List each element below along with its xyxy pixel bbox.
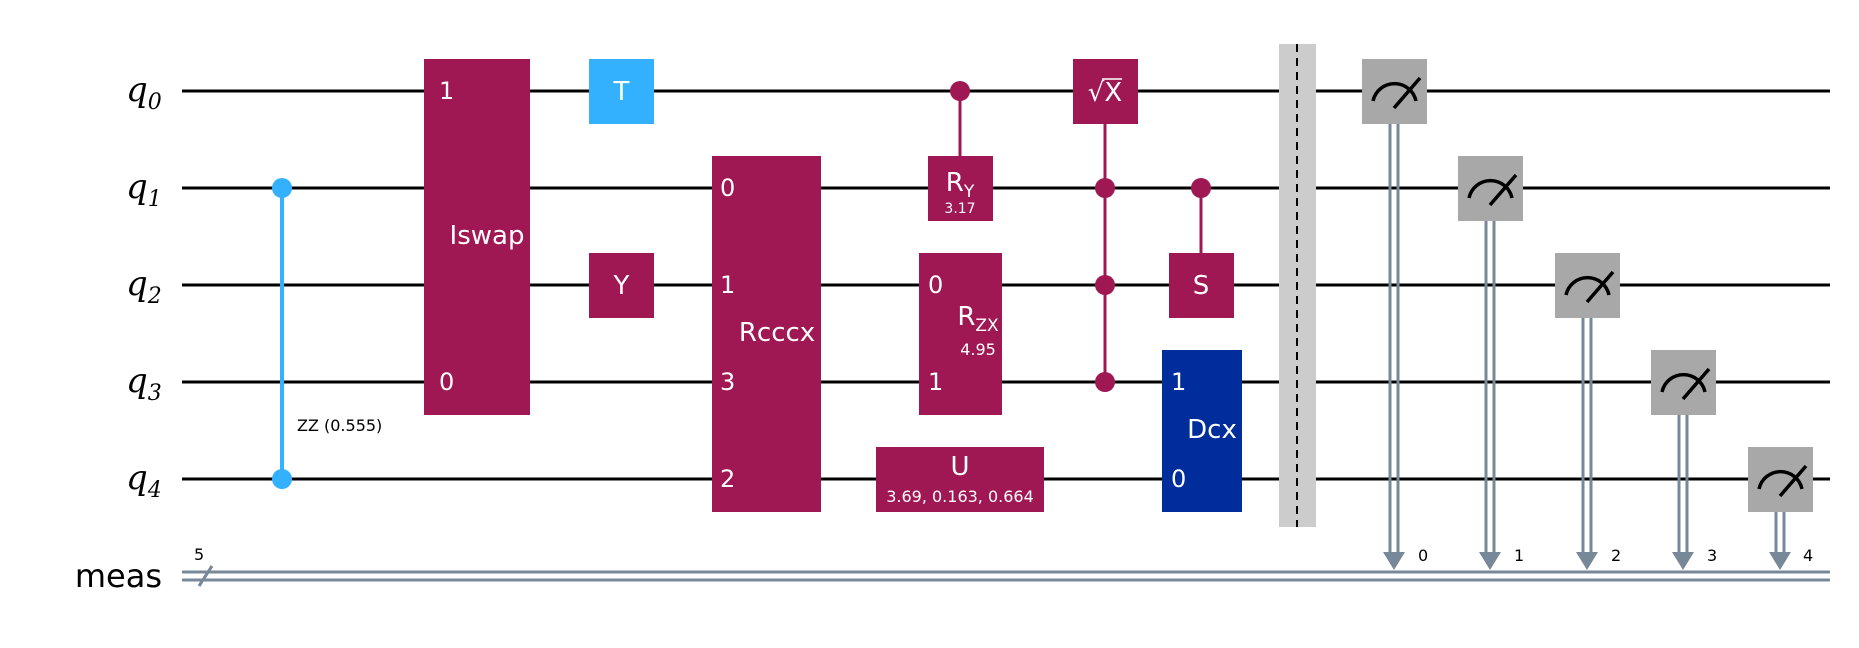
svg-text:Rcccx: Rcccx	[739, 318, 815, 348]
svg-text:0: 0	[439, 368, 454, 396]
t-gate: T	[589, 59, 654, 124]
measure-bit-2: 2	[1611, 546, 1621, 565]
controlled-s-gate: S	[1169, 178, 1234, 318]
svg-text:4.95: 4.95	[960, 340, 996, 359]
sx-control-q3	[1095, 372, 1115, 392]
s-control-dot	[1191, 178, 1211, 198]
classical-wire	[182, 570, 1830, 582]
label-q2: q2	[126, 264, 162, 309]
dcx-gate: 1 0 Dcx	[1162, 350, 1242, 512]
sx-control-q2	[1095, 275, 1115, 295]
svg-text:T: T	[613, 77, 630, 107]
meter-icon	[1564, 275, 1611, 296]
svg-text:0: 0	[720, 174, 735, 202]
label-q4: q4	[126, 458, 162, 503]
measure-q3: 3	[1651, 350, 1717, 570]
zz-dot-q4	[272, 469, 292, 489]
label-q1: q1	[126, 167, 162, 212]
measure-bit-1: 1	[1514, 546, 1524, 565]
svg-text:RZX: RZX	[957, 302, 999, 336]
svg-text:3.17: 3.17	[944, 201, 975, 217]
label-q0: q0	[126, 70, 162, 115]
y-gate: Y	[589, 253, 654, 318]
meter-icon	[1757, 469, 1804, 490]
svg-text:1: 1	[1171, 368, 1186, 396]
measure-q2: 2	[1555, 253, 1621, 570]
register-size: 5	[194, 545, 204, 564]
measure-bit-0: 0	[1418, 546, 1428, 565]
meter-icon	[1467, 178, 1514, 199]
measure-q4: 4	[1748, 447, 1813, 570]
controlled-sx-gate: √X	[1073, 59, 1138, 392]
measure-q0: 0	[1362, 59, 1428, 570]
svg-text:3.69, 0.163, 0.664: 3.69, 0.163, 0.664	[886, 487, 1034, 506]
measure-bit-4: 4	[1803, 546, 1813, 565]
measure-bit-3: 3	[1707, 546, 1717, 565]
svg-text:0: 0	[928, 271, 943, 299]
zz-dot-q1	[272, 178, 292, 198]
rzx-gate: 0 1 RZX 4.95	[919, 253, 1002, 415]
svg-text:S: S	[1193, 271, 1210, 301]
ry-control-dot	[950, 81, 970, 101]
meter-icon	[1371, 81, 1418, 102]
zz-label: ZZ (0.555)	[297, 416, 382, 435]
rcccx-gate: 0 1 3 2 Rcccx	[712, 156, 821, 512]
svg-text:0: 0	[1171, 465, 1186, 493]
svg-text:1: 1	[439, 77, 454, 105]
meter-icon	[1660, 372, 1707, 393]
label-q3: q3	[126, 361, 162, 406]
svg-text:Y: Y	[613, 271, 630, 301]
iswap-gate: 1 0 Iswap	[424, 59, 530, 415]
svg-text:3: 3	[720, 368, 735, 396]
svg-text:2: 2	[720, 465, 735, 493]
label-meas: meas	[75, 557, 162, 595]
svg-text:U: U	[950, 452, 969, 482]
zz-gate: ZZ (0.555)	[272, 178, 382, 489]
svg-text:Iswap: Iswap	[450, 221, 525, 251]
measure-q1: 1	[1458, 156, 1524, 570]
svg-text:Dcx: Dcx	[1187, 415, 1237, 445]
svg-text:1: 1	[720, 271, 735, 299]
sx-control-q1	[1095, 178, 1115, 198]
svg-text:RY: RY	[946, 168, 975, 202]
barrier	[1279, 44, 1316, 527]
measurements: 0 1 2 3	[1362, 59, 1813, 570]
svg-text:√X: √X	[1088, 78, 1122, 108]
svg-text:1: 1	[928, 368, 943, 396]
register-size-slash	[197, 565, 214, 587]
controlled-ry-gate: RY 3.17	[928, 81, 993, 221]
u-gate: U 3.69, 0.163, 0.664	[876, 447, 1044, 512]
qubit-labels: q0 q1 q2 q3 q4 meas	[75, 70, 162, 595]
